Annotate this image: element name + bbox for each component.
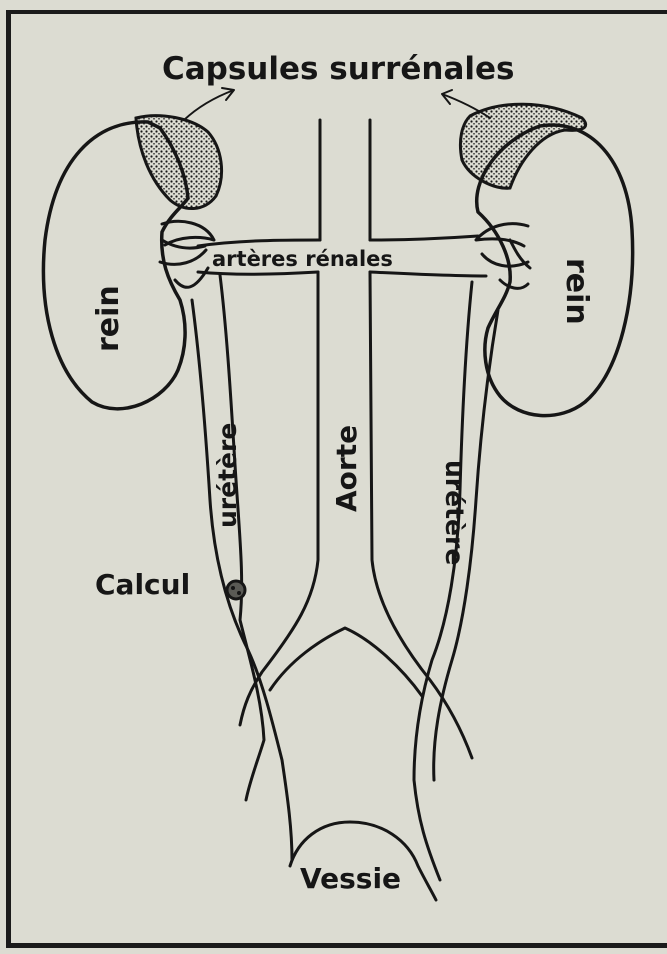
left-adrenal-gland [136,116,222,209]
renal-arteries-upper-edge [198,236,478,246]
left-ureter-label: urétère [213,423,242,528]
right-adrenal-arrow [442,90,490,118]
left-kidney-label: rein [91,285,126,352]
right-kidney-label: rein [559,258,594,325]
bladder-label: Vessie [300,862,401,895]
right-adrenal-gland [460,104,585,188]
renal-arteries-label: artères rénales [212,247,393,271]
aorta-left-wall [240,120,320,725]
adrenal-glands-label: Capsules surrénales [162,51,515,87]
right-renal-pelvis [476,224,530,289]
aorta-right-wall [370,120,472,758]
stone-label: Calcul [95,568,190,601]
left-adrenal-arrow [184,88,234,120]
right-ureter-outer [414,282,472,880]
renal-arteries-lower-edge [198,272,486,276]
kidney-stone-marker [227,581,245,599]
right-ureter-label: urétère [440,460,469,565]
aorta-label: Aorte [330,425,363,512]
